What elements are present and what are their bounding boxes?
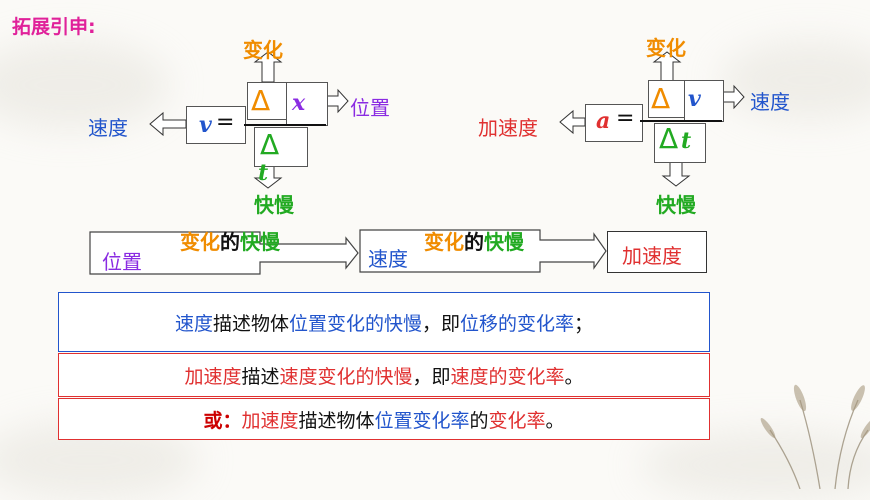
- statement-segment: 加速度: [184, 365, 242, 388]
- fraction-bar: [640, 120, 722, 122]
- background-ink-splash: [0, 40, 170, 130]
- delta-icon: Δ: [251, 84, 271, 117]
- time-symbol: t: [258, 160, 269, 186]
- rate-label: 快慢: [656, 193, 696, 217]
- change-text: 变化: [180, 230, 220, 254]
- statement-segment: 的: [469, 409, 489, 432]
- time-symbol: t: [681, 128, 692, 154]
- left-arrow: [149, 111, 187, 137]
- right-arrow: [325, 88, 349, 114]
- right-arrow: [721, 84, 745, 110]
- change-label: 变化: [243, 38, 283, 62]
- displacement-symbol: x: [292, 90, 306, 116]
- background-ink-splash: [640, 430, 870, 500]
- flow-connector-1: 变化的快慢: [180, 226, 280, 255]
- down-arrow: [253, 164, 283, 189]
- change-text: 变化: [424, 230, 464, 254]
- acceleration-label: 加速度: [478, 116, 538, 140]
- statement-segment: ，即: [412, 365, 451, 388]
- statement-segment: 变化率: [488, 409, 546, 432]
- delta-icon: Δ: [260, 128, 280, 161]
- of-text: 的: [464, 230, 484, 254]
- statement-segment: 描述物体: [298, 409, 375, 432]
- background-ink-splash: [720, 40, 870, 120]
- speed-label: 速度: [750, 90, 790, 114]
- flow-arrow-1: [89, 231, 359, 275]
- of-text: 的: [220, 230, 240, 254]
- statement-segment: 速度: [174, 312, 213, 335]
- velocity-symbol: v: [688, 86, 701, 112]
- statement-segment: ，即: [422, 312, 461, 335]
- section-title: 拓展引申:: [12, 16, 96, 38]
- equals-sign: =: [616, 106, 635, 131]
- statement-segment: 位置变化率: [374, 409, 470, 432]
- change-label: 变化: [646, 36, 686, 60]
- flow-connector-2: 变化的快慢: [424, 226, 524, 255]
- flow-acceleration-box: [607, 231, 707, 273]
- rate-label: 快慢: [254, 193, 294, 217]
- velocity-symbol: v: [199, 112, 212, 138]
- delta-icon: Δ: [659, 122, 679, 155]
- rate-text: 快慢: [484, 230, 524, 254]
- flow-speed-label: 速度: [368, 247, 408, 271]
- statement-segment: 位置变化的快慢: [288, 312, 422, 335]
- statement-segment: 速度变化的快慢: [279, 365, 413, 388]
- statement-segment: 。: [545, 409, 565, 432]
- statement-segment: 加速度: [241, 409, 299, 432]
- reed-plants-decoration: [89, 51, 870, 489]
- statement-segment: 位移的变化率: [460, 312, 575, 335]
- rate-text: 快慢: [240, 230, 280, 254]
- speed-label: 速度: [88, 116, 128, 140]
- numerator-symbol-box: [684, 80, 724, 122]
- flow-acceleration-label: 加速度: [622, 244, 682, 268]
- acceleration-symbol: a: [596, 108, 611, 134]
- up-arrow: [652, 51, 682, 83]
- statement-alternative: 或：加速度描述物体位置变化率的变化率。: [58, 398, 710, 440]
- left-arrow: [559, 109, 586, 135]
- statement-segment: 速度的变化率: [450, 365, 565, 388]
- lhs-box: [186, 106, 246, 144]
- lhs-box: [585, 104, 643, 142]
- statement-acceleration: 加速度描述速度变化的快慢，即速度的变化率。: [58, 353, 710, 397]
- statement-segment: 描述物体: [212, 312, 289, 335]
- statement-segment: 或：: [203, 409, 242, 432]
- position-label: 位置: [350, 96, 390, 120]
- flow-position-label: 位置: [102, 250, 142, 274]
- fraction-bar: [244, 124, 326, 126]
- denominator-box: [254, 127, 308, 167]
- denominator-box: [654, 123, 706, 163]
- statement-segment: 描述: [241, 365, 280, 388]
- up-arrow: [253, 51, 283, 83]
- statement-segment: 。: [564, 365, 584, 388]
- flow-arrow-2: [359, 229, 607, 273]
- equals-sign: =: [216, 110, 235, 135]
- statement-segment: ；: [574, 312, 594, 335]
- statement-velocity: 速度描述物体位置变化的快慢，即位移的变化率；: [58, 292, 710, 352]
- delta-icon: Δ: [651, 82, 671, 115]
- down-arrow: [661, 161, 691, 187]
